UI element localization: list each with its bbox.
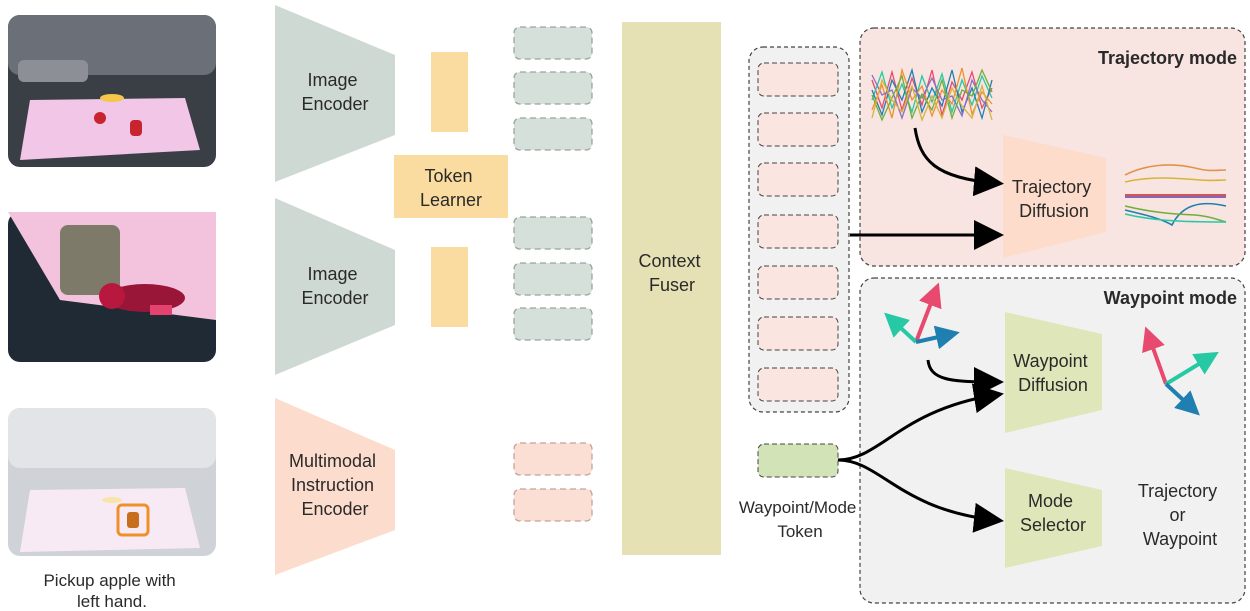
output-token (757, 162, 839, 197)
arrow-axes-to-waypoint-diffusion (926, 359, 1004, 397)
mode-selector-shape (1005, 468, 1102, 568)
image-encoder-2-shape (275, 198, 395, 375)
mode-selector-output: Trajectory or Waypoint (1138, 481, 1222, 549)
flow-arrows (837, 127, 1004, 533)
waypoint-diffusion-label: Waypoint Diffusion (1013, 351, 1092, 395)
token-learner-box (394, 155, 508, 218)
instruction-caption: Pickup apple with left hand. (43, 571, 180, 611)
image-encoder-2-label: Image Encoder (301, 264, 368, 308)
waypoint-diffusion-shape (1005, 312, 1102, 433)
waypoint-axes-output (1142, 326, 1219, 416)
image-token (513, 307, 593, 341)
waypoint-axes-input (884, 282, 960, 350)
mode-selector-label: Mode Selector (1020, 491, 1086, 535)
token-learner-label: Token Learner (420, 166, 482, 210)
trajectory-diffusion-label: Trajectory Diffusion (1012, 177, 1096, 221)
trajectory-output (1124, 164, 1227, 227)
arrow-noise-to-trajectory-diffusion (913, 127, 1004, 197)
output-token (757, 367, 839, 402)
arrow-token-to-waypoint-diffusion (837, 383, 1004, 462)
token-bar-2 (431, 247, 468, 327)
caption-line-1: Pickup apple with (43, 571, 175, 590)
output-token (757, 112, 839, 147)
multimodal-encoder-shape (275, 398, 395, 575)
image-tokens-2 (513, 216, 593, 341)
token-bar-1 (431, 52, 468, 132)
multimodal-encoder-label: Multimodal Instruction Encoder (289, 451, 381, 519)
image-encoder-1-shape (275, 5, 395, 182)
output-token (757, 214, 839, 249)
waypoint-token-label: Waypoint/Mode Token (739, 498, 861, 541)
context-fuser-label: Context Fuser (638, 251, 705, 295)
caption-line-2: left hand. (77, 592, 147, 611)
image-token (513, 117, 593, 151)
image-tokens-1 (513, 26, 593, 151)
output-token (757, 62, 839, 97)
camera-image-1 (8, 15, 216, 167)
waypoint-mode-title: Waypoint mode (1104, 288, 1237, 308)
output-token (757, 316, 839, 351)
arrow-token-to-mode-selector (837, 458, 1004, 533)
output-token (757, 265, 839, 300)
image-encoder-1-label: Image Encoder (301, 70, 368, 114)
image-token (513, 262, 593, 296)
instruction-token (513, 442, 593, 476)
camera-image-2 (8, 212, 216, 362)
instruction-token (513, 488, 593, 522)
trajectory-noise (871, 67, 993, 122)
image-token (513, 26, 593, 60)
trajectory-mode-title: Trajectory mode (1098, 48, 1237, 68)
image-token (513, 216, 593, 250)
waypoint-mode-token (757, 443, 839, 478)
waypoint-mode-panel (859, 277, 1246, 604)
instruction-image (8, 408, 216, 556)
trajectory-diffusion-shape (1003, 135, 1106, 258)
context-fuser-box (622, 22, 721, 555)
output-tokens (757, 62, 839, 402)
instruction-tokens (513, 442, 593, 522)
image-token (513, 71, 593, 105)
